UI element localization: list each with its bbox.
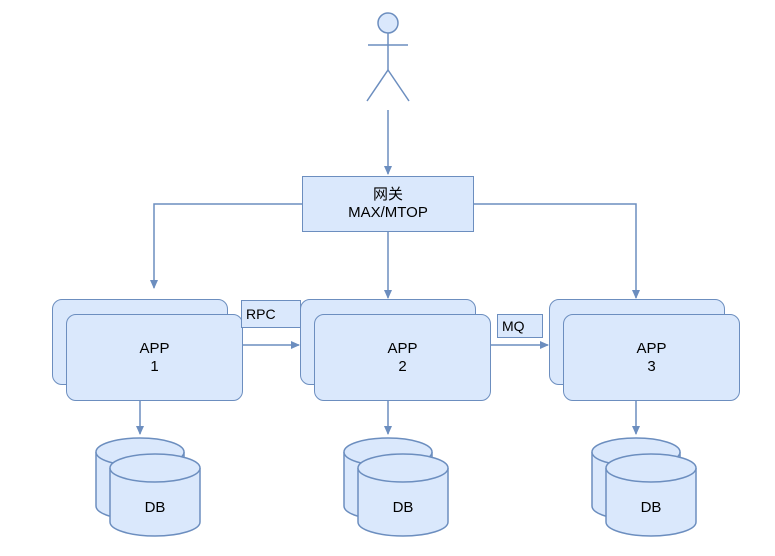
user-actor-icon xyxy=(366,12,410,102)
app-3-title: APP xyxy=(636,339,667,357)
gateway-to-app1-arrow xyxy=(150,203,302,289)
app-1-box[interactable]: APP 1 xyxy=(66,314,243,401)
app-2-number: 2 xyxy=(398,357,407,375)
app-2-box[interactable]: APP 2 xyxy=(314,314,491,401)
app-1-title: APP xyxy=(139,339,170,357)
app-2-title: APP xyxy=(387,339,418,357)
database-2-cylinder-icon xyxy=(343,437,449,537)
app-3-box[interactable]: APP 3 xyxy=(563,314,740,401)
database-3-cylinder-icon xyxy=(591,437,697,537)
gateway-box[interactable]: 网关 MAX/MTOP xyxy=(302,176,474,232)
app-3-number: 3 xyxy=(647,357,656,375)
rpc-label: RPC xyxy=(241,300,301,328)
database-1-cylinder-icon xyxy=(95,437,201,537)
gateway-title: 网关 xyxy=(372,186,403,203)
gateway-to-app3-arrow xyxy=(474,203,640,299)
db-1-label: DB xyxy=(144,499,166,516)
app-1-number: 1 xyxy=(150,357,159,375)
gateway-subtitle: MAX/MTOP xyxy=(348,204,428,221)
db-2-label: DB xyxy=(392,499,414,516)
mq-label: MQ xyxy=(497,314,543,338)
db-3-label: DB xyxy=(640,499,662,516)
